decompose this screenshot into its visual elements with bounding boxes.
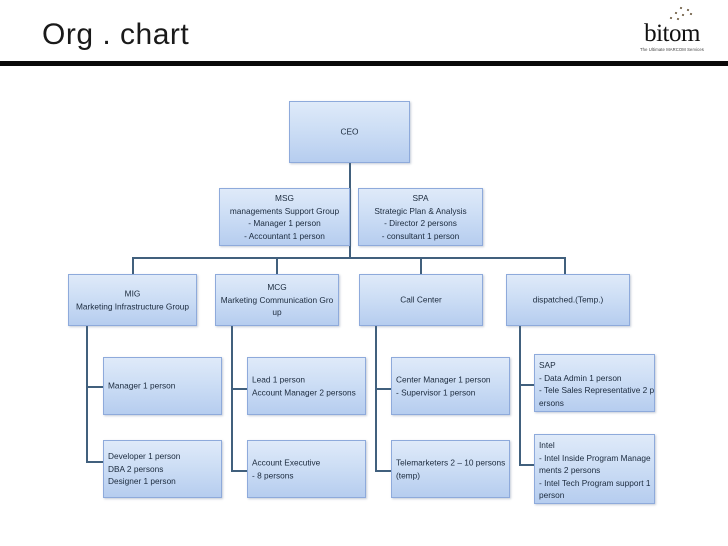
- connector-stub-disp-2: [519, 464, 535, 466]
- connector-drop-callcenter: [420, 257, 422, 274]
- connector-drop-mig: [132, 257, 134, 274]
- node-dispatched[interactable]: dispatched.(Temp.): [506, 274, 630, 326]
- node-intel-label: Intel- Intel Inside Program Managements …: [539, 440, 651, 501]
- connector-stub-disp-1: [519, 384, 535, 386]
- node-cc-telemarketers[interactable]: Telemarketers 2 – 10 persons (temp): [391, 440, 510, 498]
- connector-ceo-to-bus: [349, 188, 351, 258]
- node-call-center[interactable]: Call Center: [359, 274, 483, 326]
- connector-trunk-mig: [86, 326, 88, 463]
- node-sap-label: SAP- Data Admin 1 person- Tele Sales Rep…: [539, 360, 655, 408]
- connector-ceo-down: [349, 163, 351, 188]
- connector-stub-cc-2: [375, 470, 392, 472]
- connector-drop-mcg: [276, 257, 278, 274]
- node-sap[interactable]: SAP- Data Admin 1 person- Tele Sales Rep…: [534, 354, 655, 412]
- page-title: Org . chart: [42, 18, 190, 51]
- connector-trunk-mcg: [231, 326, 233, 471]
- connector-stub-mig-1: [86, 386, 104, 388]
- connector-stub-mig-2: [86, 461, 104, 463]
- node-cc-telemarketers-label: Telemarketers 2 – 10 persons (temp): [396, 457, 506, 480]
- node-mig-manager[interactable]: Manager 1 person: [103, 357, 222, 415]
- logo-wordmark: bitom: [644, 20, 700, 47]
- node-mcg-account-exec-label: Account Executive- 8 persons: [252, 457, 321, 480]
- title-divider: [0, 61, 728, 66]
- node-call-center-label: Call Center: [400, 294, 442, 305]
- node-ceo-label: CEO: [340, 126, 359, 137]
- node-ceo[interactable]: CEO: [289, 101, 410, 163]
- node-cc-manager[interactable]: Center Manager 1 person- Supervisor 1 pe…: [391, 357, 510, 415]
- connector-level2-bus: [132, 257, 566, 259]
- connector-stub-mcg-2: [231, 470, 248, 472]
- node-mig-manager-label: Manager 1 person: [108, 380, 176, 391]
- slide-header: Org . chart bitom The Ultimate MARCOM Se…: [0, 0, 728, 66]
- node-intel[interactable]: Intel- Intel Inside Program Managements …: [534, 434, 655, 504]
- node-dispatched-label: dispatched.(Temp.): [532, 294, 604, 305]
- node-cc-manager-label: Center Manager 1 person- Supervisor 1 pe…: [396, 374, 491, 397]
- connector-trunk-callcenter: [375, 326, 377, 471]
- node-mcg-account-exec[interactable]: Account Executive- 8 persons: [247, 440, 366, 498]
- logo-tagline: The Ultimate MARCOM Services: [640, 47, 704, 52]
- bitom-logo: bitom The Ultimate MARCOM Services: [630, 6, 714, 54]
- connector-stub-cc-1: [375, 388, 392, 390]
- connector-trunk-dispatched: [519, 326, 521, 465]
- connector-stub-mcg-1: [231, 388, 248, 390]
- connector-drop-dispatched: [564, 257, 566, 274]
